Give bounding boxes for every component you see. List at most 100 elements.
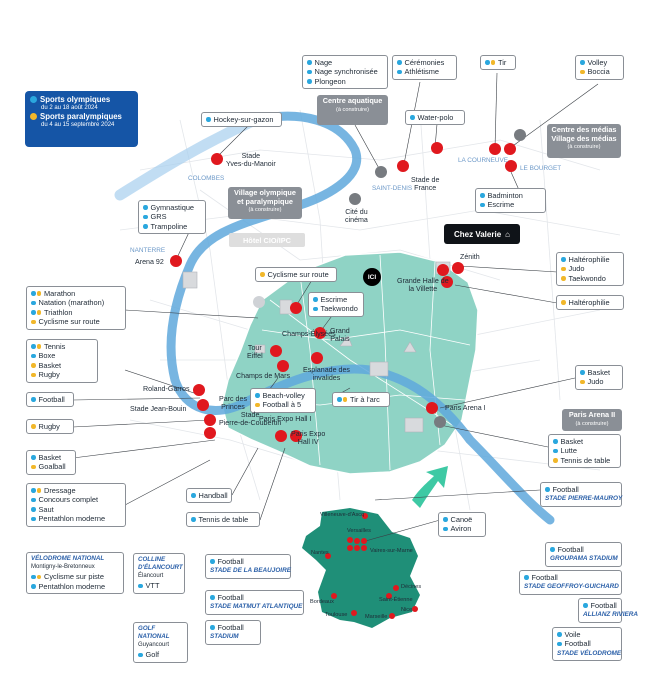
- venue-dot-volley[interactable]: [504, 143, 516, 155]
- france-dot-decines[interactable]: [393, 585, 399, 591]
- sport-dot-icon: [31, 424, 36, 429]
- sport-item: Football: [550, 545, 617, 554]
- sport-item: Athlétisme: [397, 67, 452, 76]
- sport-name: Football: [217, 557, 244, 566]
- sport-box-football1[interactable]: Football: [26, 392, 74, 408]
- sport-name: Badminton: [487, 191, 523, 200]
- venue-dot-zenith[interactable]: [437, 264, 449, 276]
- sport-dot-icon: [31, 574, 41, 580]
- france-dot-nice[interactable]: [412, 606, 418, 612]
- venue-dot-villette-b[interactable]: [441, 276, 453, 288]
- sport-item: Volley: [580, 58, 619, 67]
- sport-name: Cyclisme sur route: [38, 317, 100, 327]
- venue-dot-arena92[interactable]: [170, 255, 182, 267]
- sport-box-hockey[interactable]: Hockey-sur-gazon: [201, 112, 282, 128]
- place-label-saint-etienne: Saint-Étienne: [379, 597, 413, 603]
- venue-dot-coubertin[interactable]: [204, 427, 216, 439]
- sport-dot-icon: [138, 583, 143, 589]
- place-label-arena92: Arena 92: [135, 258, 164, 266]
- sport-name: Football: [564, 639, 591, 649]
- france-dot-saint-etienne[interactable]: [386, 593, 392, 599]
- sport-box-rugby[interactable]: Rugby: [26, 419, 74, 435]
- venue-dot-waterpolo[interactable]: [431, 142, 443, 154]
- sport-name: Football: [531, 573, 558, 582]
- france-dot-marseille[interactable]: [389, 613, 395, 619]
- sport-box-tennis-table[interactable]: Tennis de table: [186, 512, 260, 528]
- chez-valerie-badge[interactable]: Chez Valerie⌂: [444, 224, 520, 244]
- france-arrow: [412, 466, 448, 508]
- sport-name: Nage: [314, 58, 333, 67]
- sport-item: Boccia: [580, 67, 619, 76]
- venue-dot-villette-a[interactable]: [452, 262, 464, 274]
- sport-box-halterophilie2[interactable]: Haltérophilie: [556, 295, 624, 311]
- sport-box-cyclisme-route[interactable]: Cyclisme sur route: [255, 267, 337, 283]
- venue-dot-champs-mars[interactable]: [277, 360, 289, 372]
- venue-place: Élancourt: [138, 573, 164, 579]
- sport-dot-icon: [557, 632, 562, 637]
- sport-box-handball[interactable]: Handball: [186, 488, 232, 504]
- venue-dot-champs[interactable]: [290, 302, 302, 314]
- sport-item: Cyclisme sur piste: [31, 572, 119, 581]
- sport-dot-icon: [210, 625, 215, 630]
- sport-box-waterpolo[interactable]: Water-polo: [405, 110, 465, 126]
- venue-dot-tir[interactable]: [489, 143, 501, 155]
- france-dot-toulouse[interactable]: [351, 610, 357, 616]
- header-text: Village olympique et paralympique: [234, 188, 296, 206]
- venue-dot-yves[interactable]: [211, 153, 223, 165]
- venue-dot-grand-palais[interactable]: [314, 327, 326, 339]
- sport-dot-icon: [580, 60, 585, 65]
- hotel-cio-ipc: Hôtel CIO/IPC: [229, 233, 305, 247]
- sport-item: Basket: [553, 437, 616, 446]
- venue-dot-expo4[interactable]: [290, 430, 302, 442]
- venue-dot-stade-france[interactable]: [397, 160, 409, 172]
- venue-dot-tour-eiffel[interactable]: [270, 345, 282, 357]
- france-dot-nantes[interactable]: [325, 553, 331, 559]
- venue-dot-parc[interactable]: [197, 399, 209, 411]
- sport-dot-icon: [545, 487, 550, 492]
- venue-dot-badminton[interactable]: [505, 160, 517, 172]
- france-dot-bordeaux[interactable]: [331, 593, 337, 599]
- venue-name: GROUPAMA STADIUM: [550, 555, 618, 563]
- venue-dot-arena1[interactable]: [426, 402, 438, 414]
- venue-dot-esplanade[interactable]: [311, 352, 323, 364]
- sport-name: Beach-volley: [262, 391, 305, 400]
- venue-dot-roland[interactable]: [193, 384, 205, 396]
- france-dot-villeneuve[interactable]: [362, 513, 368, 519]
- sport-dot-icon: [143, 205, 148, 210]
- sport-item: Handball: [191, 491, 228, 500]
- venue-dot-expo1[interactable]: [275, 430, 287, 442]
- sport-box-tir-arc[interactable]: Tir à l'arc: [332, 392, 390, 408]
- venue-dot-jean-bouin[interactable]: [204, 414, 216, 426]
- sport-dot-icon: [480, 202, 485, 208]
- sport-item: Football: [210, 557, 286, 566]
- sport-box-tir[interactable]: Tir: [480, 55, 516, 71]
